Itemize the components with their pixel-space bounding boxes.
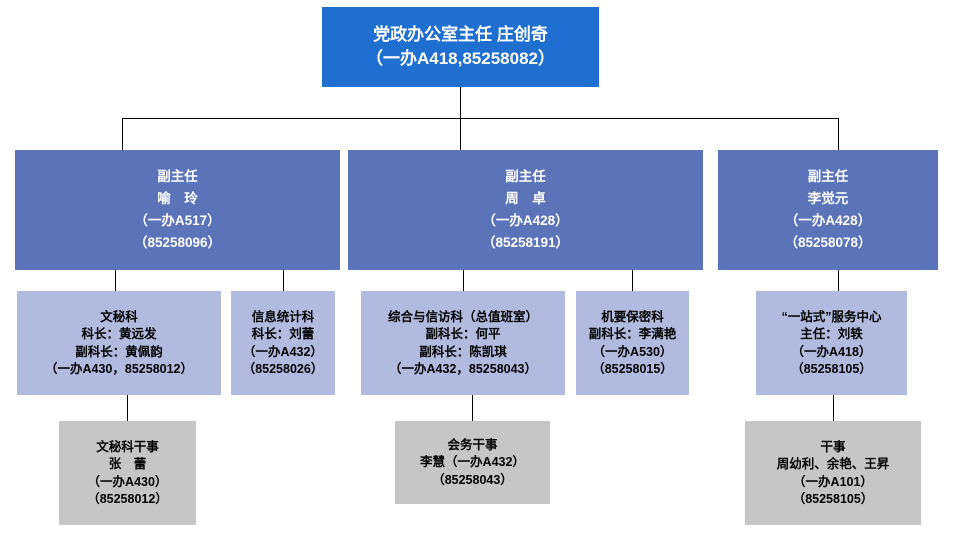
node-section-zonghe[interactable]: 综合与信访科（总值班室） 副科长：何平 副科长：陈凯琪 （一办A432，8525…: [361, 291, 565, 395]
node-section-wenmi-line-1: 文秘科: [100, 309, 138, 324]
node-deputy-lijueyuan-line-1: 副主任: [807, 169, 849, 185]
connector-zonghe-to-huiwu: [472, 395, 473, 421]
node-staff-wenmi-line-3: （一办A430）: [87, 474, 168, 489]
node-section-yizhanshi-line-3: （一办A418）: [791, 344, 872, 359]
node-staff-huiwu[interactable]: 会务干事 李慧（一办A432） （85258043）: [395, 421, 550, 504]
node-staff-wenmi-line-2: 张 蕾: [108, 457, 147, 471]
node-deputy-lijueyuan-line-4: （85258078）: [784, 234, 872, 250]
node-root-director[interactable]: 党政办公室主任 庄创奇 （一办A418,85258082）: [322, 7, 599, 87]
connector-drop-deputy-2: [460, 118, 461, 151]
node-root-line-1: 党政办公室主任 庄创奇: [373, 24, 548, 44]
node-deputy-zhouzhuo-line-3: （一办A428）: [482, 213, 569, 228]
node-section-wenmi-line-2: 科长：黄远发: [81, 327, 157, 341]
node-deputy-lijueyuan-line-3: （一办A428）: [784, 213, 872, 228]
node-section-xinxi-line-2: 科长：刘蕾: [251, 327, 315, 341]
node-section-yizhanshi-line-4: （85258105）: [791, 362, 872, 376]
node-deputy-yuling-line-4: （85258096）: [133, 234, 222, 250]
node-deputy-yuling[interactable]: 副主任 喻 玲 （一办A517） （85258096）: [15, 150, 340, 270]
connector-yuling-to-xinxi: [283, 270, 284, 291]
node-section-wenmi[interactable]: 文秘科 科长：黄远发 副科长：黄佩韵 （一办A430，85258012）: [17, 291, 221, 395]
node-section-zonghe-line-4: （一办A432，85258043）: [389, 362, 537, 376]
node-staff-ganshi-line-1: 干事: [820, 439, 846, 454]
node-staff-wenmi[interactable]: 文秘科干事 张 蕾 （一办A430） （85258012）: [59, 421, 196, 525]
connector-drop-deputy-1: [122, 118, 123, 151]
node-deputy-yuling-line-1: 副主任: [157, 169, 198, 185]
node-section-jiyao-line-3: （一办A530）: [592, 344, 673, 359]
node-section-zonghe-line-2: 副科长：何平: [425, 327, 501, 341]
node-deputy-yuling-line-3: （一办A517）: [134, 213, 221, 228]
node-root-line-2: （一办A418,85258082）: [365, 49, 555, 68]
connector-yizhanshi-to-ganshi: [833, 395, 834, 421]
node-deputy-zhouzhuo-line-2: 周 卓: [505, 191, 546, 207]
node-section-wenmi-line-4: （一办A430，85258012）: [45, 362, 193, 376]
connector-yuling-to-wenmi: [115, 270, 116, 291]
node-deputy-zhouzhuo[interactable]: 副主任 周 卓 （一办A428） （85258191）: [348, 150, 703, 270]
node-section-xinxi-line-1: 信息统计科: [251, 309, 315, 324]
node-section-yizhanshi[interactable]: “一站式”服务中心 主任：刘轶 （一办A418） （85258105）: [756, 291, 907, 395]
node-deputy-zhouzhuo-line-4: （85258191）: [481, 234, 570, 250]
connector-zhouzhuo-to-jiyao: [632, 270, 633, 291]
node-staff-huiwu-line-1: 会务干事: [447, 437, 498, 452]
node-staff-huiwu-line-3: （85258043）: [432, 472, 513, 487]
node-section-zonghe-line-1: 综合与信访科（总值班室）: [387, 309, 538, 324]
node-staff-wenmi-line-1: 文秘科干事: [96, 439, 159, 454]
node-section-xinxi-line-4: （85258026）: [242, 362, 324, 376]
node-staff-ganshi-line-4: （85258105）: [792, 492, 874, 506]
node-section-xinxi[interactable]: 信息统计科 科长：刘蕾 （一办A432） （85258026）: [231, 291, 335, 395]
node-section-wenmi-line-3: 副科长：黄佩韵: [75, 344, 163, 359]
node-deputy-lijueyuan-line-2: 李觉元: [807, 191, 849, 207]
connector-zhouzhuo-to-zonghe: [463, 270, 464, 291]
node-section-yizhanshi-line-1: “一站式”服务中心: [781, 309, 882, 324]
node-section-xinxi-line-3: （一办A432）: [243, 344, 323, 359]
node-section-jiyao-line-1: 机要保密科: [601, 309, 664, 324]
node-section-zonghe-line-3: 副科长：陈凯琪: [419, 344, 507, 359]
node-deputy-zhouzhuo-line-1: 副主任: [505, 169, 546, 185]
node-deputy-lijueyuan[interactable]: 副主任 李觉元 （一办A428） （85258078）: [718, 150, 938, 270]
node-staff-wenmi-line-4: （85258012）: [87, 492, 168, 506]
node-staff-huiwu-line-2: 李慧（一办A432）: [420, 455, 525, 470]
connector-drop-deputy-3: [838, 118, 839, 151]
connector-lijueyuan-to-yizhanshi: [838, 270, 839, 291]
node-deputy-yuling-line-2: 喻 玲: [157, 191, 198, 207]
node-section-yizhanshi-line-2: 主任：刘轶: [800, 327, 863, 341]
node-staff-ganshi[interactable]: 干事 周幼利、余艳、王昇 （一办A101） （85258105）: [745, 421, 921, 525]
node-staff-ganshi-line-3: （一办A101）: [793, 474, 873, 489]
connector-root-stem: [460, 87, 461, 119]
node-section-jiyao-line-2: 副科长：李满艳: [588, 327, 677, 341]
connector-wenmi-to-staff: [127, 395, 128, 421]
node-section-jiyao[interactable]: 机要保密科 副科长：李满艳 （一办A530） （85258015）: [576, 291, 689, 395]
node-section-jiyao-line-4: （85258015）: [592, 362, 673, 376]
node-staff-ganshi-line-2: 周幼利、余艳、王昇: [776, 457, 890, 471]
connector-level2-bus: [122, 118, 839, 119]
